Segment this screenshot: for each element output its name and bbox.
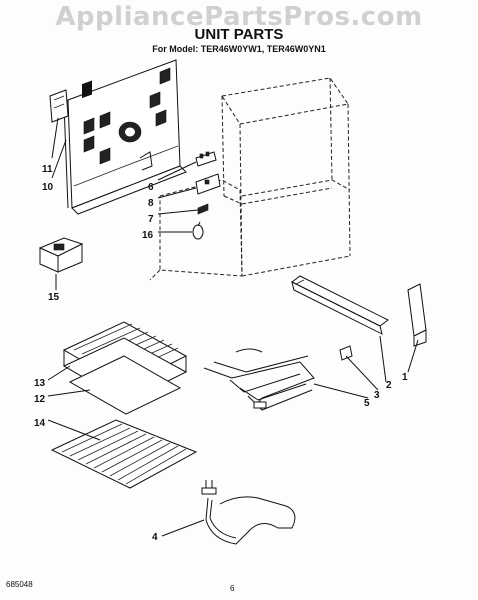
callout-7: 7 <box>148 214 154 225</box>
oven-cavity-outline <box>149 77 351 281</box>
rear-panel-bracket <box>49 89 69 123</box>
broil-element <box>203 348 315 411</box>
callout-6: 6 <box>148 182 154 193</box>
model-subtitle: For Model: TER46W0YW1, TER46W0YN1 <box>152 44 326 54</box>
callout-15: 15 <box>48 292 60 303</box>
callout-labels: 11 10 6 8 7 16 15 13 12 14 4 5 3 2 1 <box>34 164 408 543</box>
document-number: 685048 <box>6 580 33 589</box>
control-module-15 <box>38 237 84 273</box>
side-rail-assembly <box>291 275 427 347</box>
broil-pan-assembly <box>62 321 188 415</box>
sensor-part-16 <box>192 221 204 240</box>
callout-11: 11 <box>42 164 53 175</box>
watermark: AppliancePartsPros.com <box>55 2 423 32</box>
leader-lines <box>47 117 419 537</box>
oven-rack <box>50 419 198 489</box>
bracket-part-8 <box>195 173 221 195</box>
callout-10: 10 <box>42 182 54 193</box>
callout-3: 3 <box>374 390 380 401</box>
rear-panel <box>63 59 187 215</box>
page-title: UNIT PARTS <box>194 26 284 43</box>
callout-12: 12 <box>34 394 46 405</box>
clip-part-7 <box>197 203 209 215</box>
callout-14: 14 <box>34 418 46 429</box>
callout-1: 1 <box>402 372 408 383</box>
bake-element <box>201 480 296 545</box>
callout-2: 2 <box>386 380 392 391</box>
terminal-block <box>195 151 217 167</box>
callout-4: 4 <box>152 532 158 543</box>
clip-part-3 <box>339 345 353 361</box>
callout-13: 13 <box>34 378 46 389</box>
page-number: 6 <box>230 584 235 593</box>
callout-8: 8 <box>148 198 154 209</box>
callout-16: 16 <box>142 230 154 241</box>
callout-5: 5 <box>364 398 370 409</box>
